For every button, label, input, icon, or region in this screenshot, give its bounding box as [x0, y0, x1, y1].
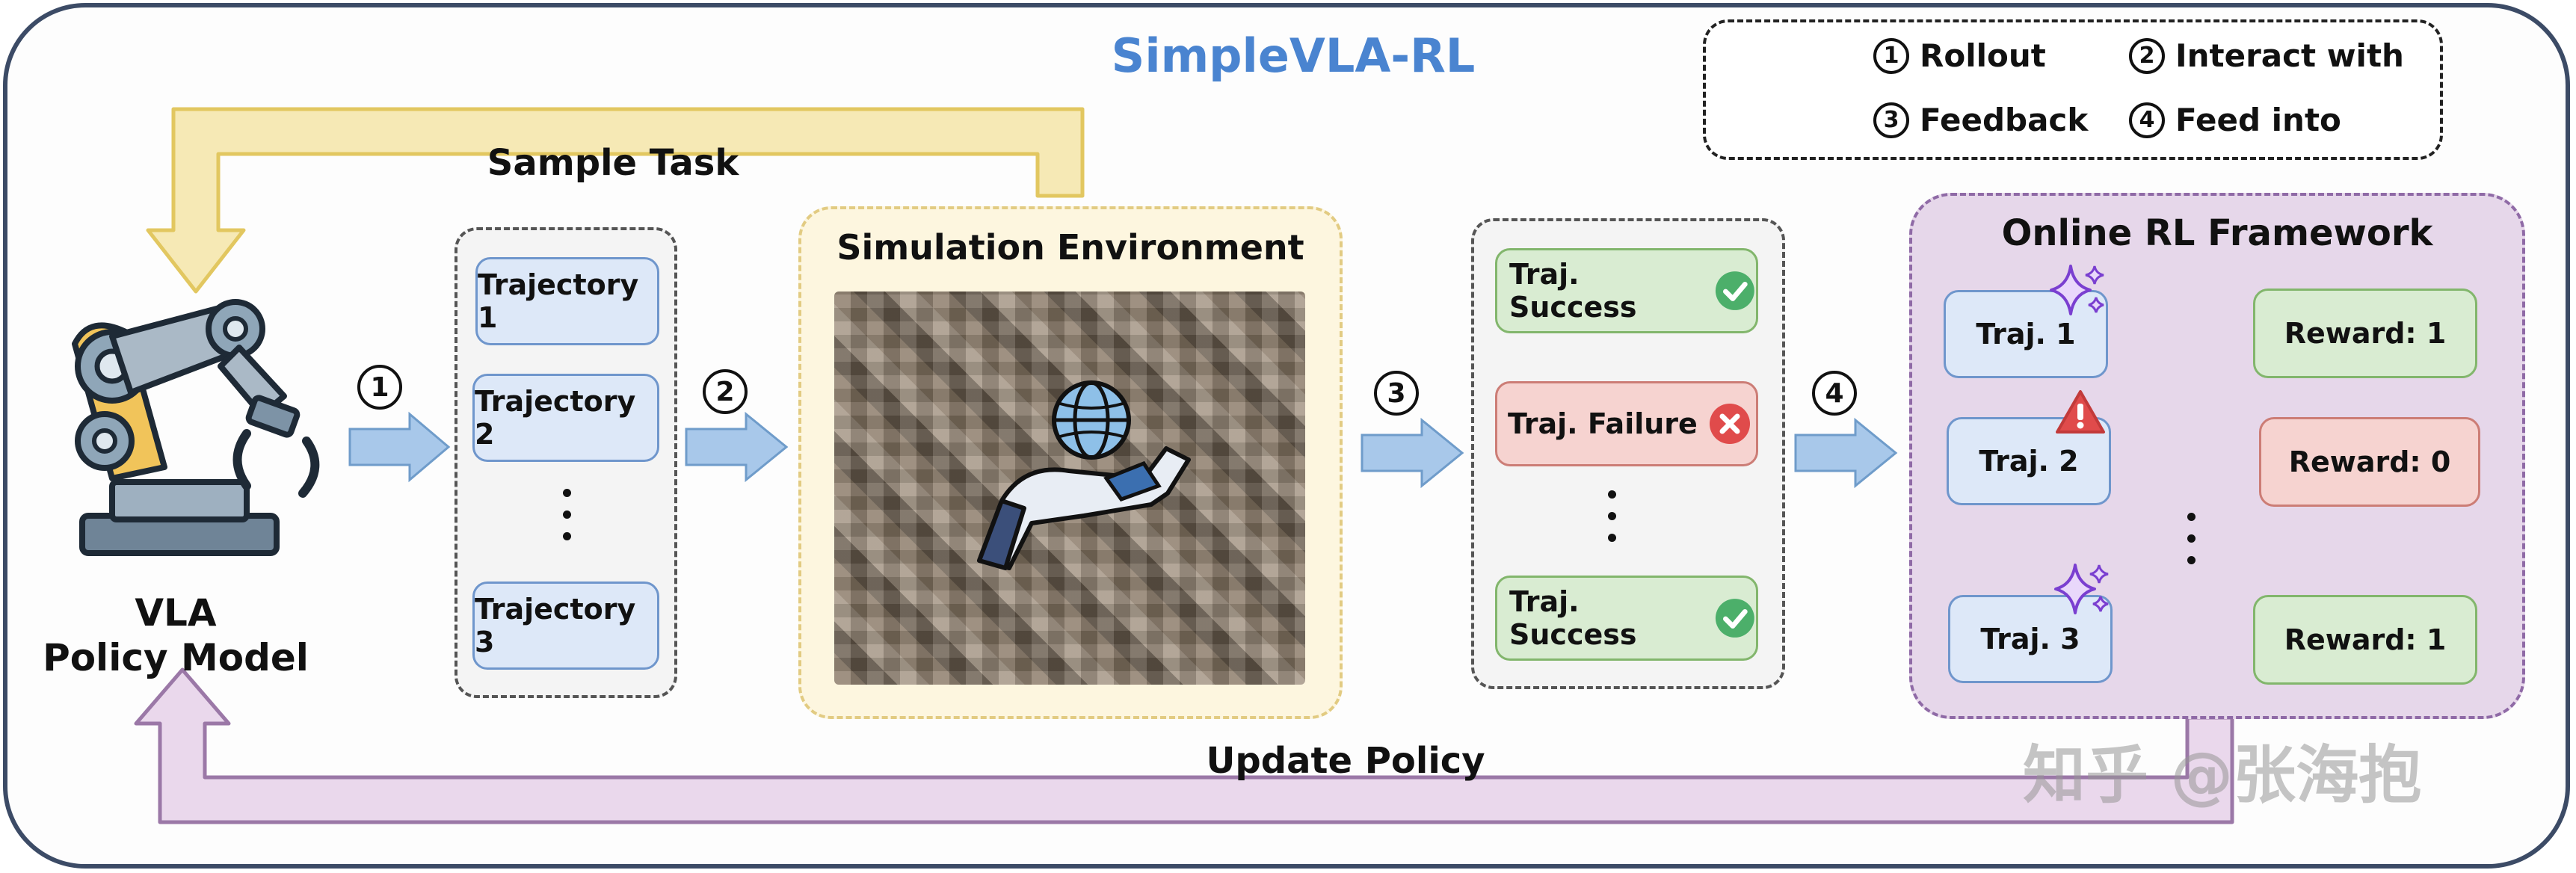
legend-item-2: 2 Interact with: [2129, 37, 2404, 74]
legend-label: Rollout: [1920, 37, 2046, 74]
more-rl-ellipsis: [2187, 513, 2196, 564]
step-number-badge: 1: [1873, 37, 1909, 74]
online-rl-title: Online RL Framework: [2001, 212, 2433, 254]
legend-item-4: 4 Feed into: [2129, 102, 2341, 138]
step-arrow-3: [1361, 417, 1464, 489]
update-policy-label: Update Policy: [1206, 740, 1485, 782]
check-circle-icon: [1716, 271, 1755, 310]
feedback-success-1: Traj. Success: [1495, 248, 1758, 333]
warning-icon: [2056, 390, 2105, 434]
sample-task-loop-arrow: [146, 107, 1085, 294]
step-arrow-2: [685, 411, 789, 483]
sample-task-label: Sample Task: [487, 142, 739, 184]
step-number-badge: 3: [1873, 102, 1909, 138]
legend-item-1: 1 Rollout: [1873, 37, 2046, 74]
step-1-badge: 1: [357, 365, 402, 410]
step-arrow-1: [348, 411, 451, 483]
reward-2: Reward: 1: [2253, 595, 2477, 685]
robot-arm-icon: [72, 299, 320, 556]
trajectory-2: Trajectory 2: [472, 374, 659, 462]
trajectory-1: Trajectory 1: [475, 257, 659, 345]
reward-1: Reward: 1: [2253, 289, 2477, 378]
x-circle-icon: [1709, 404, 1750, 444]
feedback-success-2: Traj. Success: [1495, 576, 1758, 661]
more-feedback-ellipsis: [1608, 490, 1617, 542]
rl-traj-1: Traj. 1: [1944, 290, 2108, 378]
step-number-badge: 4: [2129, 102, 2165, 138]
step-arrow-4: [1794, 417, 1898, 489]
policy-line-2: Policy Model: [43, 636, 309, 679]
step-2-badge: 2: [703, 369, 748, 414]
legend-box: 1 Rollout 2 Interact with 3 Feedback 4 F…: [1703, 19, 2443, 160]
legend-label: Feedback: [1920, 102, 2089, 138]
feedback-label: Traj. Success: [1509, 258, 1637, 324]
step-4-badge: 4: [1812, 371, 1857, 416]
watermark: 知乎 @张海抱: [2023, 738, 2422, 812]
policy-line-1: VLA: [135, 591, 217, 635]
step-3-badge: 3: [1374, 371, 1419, 416]
rl-traj-3: Traj. 3: [1948, 595, 2113, 683]
feedback-label: Traj. Failure: [1508, 407, 1698, 440]
more-trajectories-ellipsis: [563, 489, 572, 540]
trajectory-3: Trajectory 3: [472, 582, 659, 670]
legend-label: Feed into: [2175, 102, 2341, 138]
feedback-failure: Traj. Failure: [1495, 381, 1758, 466]
sparkle-icon: [2050, 265, 2104, 315]
reward-0: Reward: 0: [2259, 417, 2480, 507]
diagram-title: SimpleVLA-RL: [1111, 28, 1476, 83]
robot-hand-globe-icon: [977, 380, 1191, 570]
update-policy-loop-arrow: [134, 667, 2234, 824]
simulation-title: Simulation Environment: [836, 227, 1304, 268]
feedback-label: Traj. Success: [1509, 585, 1637, 651]
step-number-badge: 2: [2129, 37, 2165, 74]
sparkle-icon: [2054, 564, 2109, 614]
check-circle-icon: [1716, 599, 1755, 638]
policy-model-label: VLA Policy Model: [30, 590, 321, 680]
legend-label: Interact with: [2175, 37, 2404, 74]
legend-item-3: 3 Feedback: [1873, 102, 2088, 138]
